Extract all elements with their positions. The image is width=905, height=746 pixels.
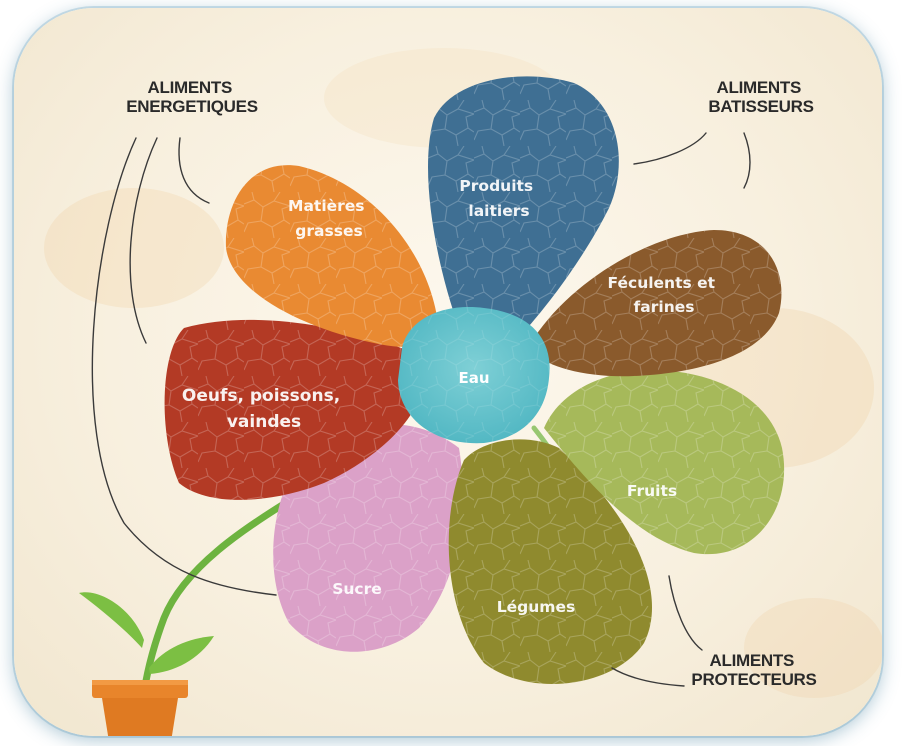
group-label-batisseurs: ALIMENTS BATISSEURS: [708, 78, 813, 116]
label-feculents: Féculents et farines: [608, 274, 721, 316]
label-sucre: Sucre: [332, 580, 382, 598]
bracket-energetiques: [91, 137, 277, 596]
label-produits-laitiers: Produits laitiers: [459, 177, 538, 220]
label-matieres-grasses: Matières grasses: [288, 197, 370, 240]
diagram-frame: Matières grasses Produits laitiers Fécul…: [14, 8, 882, 736]
petal-feculents: [534, 230, 782, 377]
leaf-right: [149, 636, 214, 674]
petal-produits-laitiers: [428, 76, 619, 337]
label-legumes: Légumes: [497, 598, 575, 616]
label-eau: Eau: [458, 369, 489, 387]
bracket-protecteurs: [611, 575, 703, 687]
leaf-left: [79, 592, 144, 648]
label-oeufs: Oeufs, poissons, vaindes: [182, 386, 346, 432]
flower-pot: [92, 680, 188, 736]
petal-oeufs: [164, 319, 419, 500]
water-center: [398, 307, 550, 444]
group-label-energetiques: ALIMENTS ENERGETIQUES: [126, 78, 257, 116]
group-label-protecteurs: ALIMENTS PROTECTEURS: [691, 651, 816, 689]
food-flower-diagram: Matières grasses Produits laitiers Fécul…: [44, 48, 882, 736]
petal-fruits: [544, 369, 785, 555]
petal-matieres-grasses: [225, 165, 439, 347]
label-fruits: Fruits: [627, 482, 677, 500]
bracket-batisseurs: [633, 132, 751, 189]
petal-legumes: [448, 439, 653, 685]
